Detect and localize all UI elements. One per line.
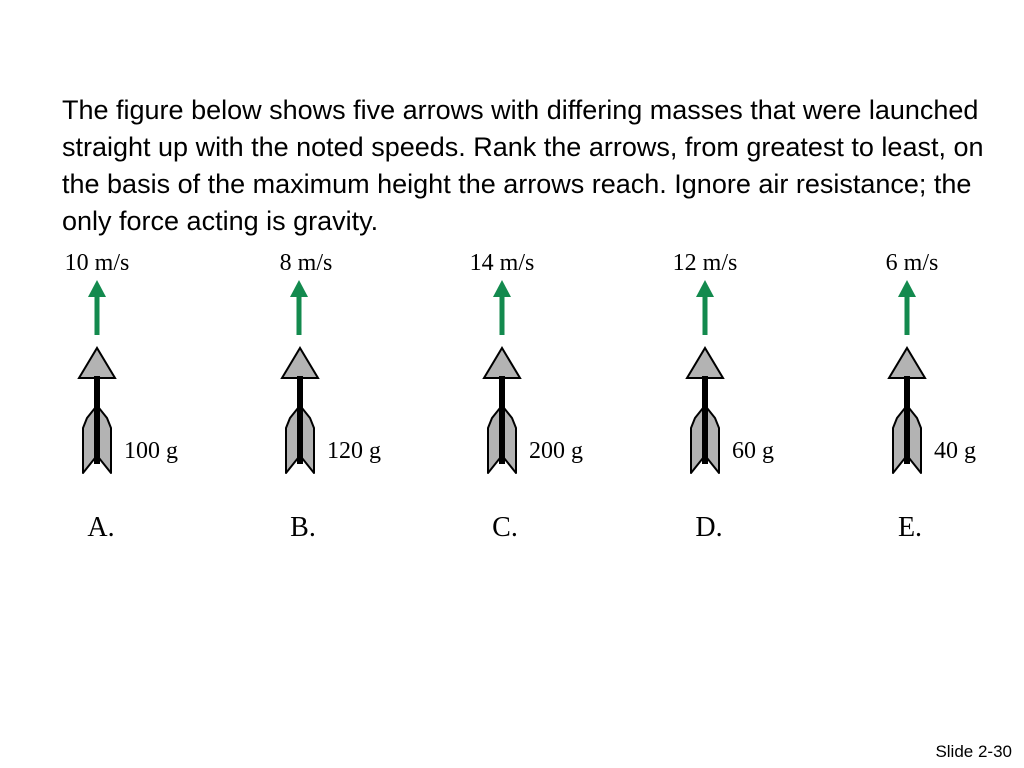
projectile-arrow-a	[78, 347, 116, 474]
arrow-group-c: 14 m/s 200 g C.	[470, 250, 583, 543]
velocity-arrow-e	[898, 280, 916, 335]
speed-label-b: 8 m/s	[280, 250, 333, 276]
speed-label-d: 12 m/s	[673, 250, 738, 276]
mass-label-b: 120 g	[327, 438, 381, 464]
choice-letter-e: E.	[898, 512, 922, 543]
projectile-arrow-d	[686, 347, 724, 474]
choice-letter-a: A.	[87, 512, 114, 543]
slide-number: Slide 2-30	[935, 742, 1012, 761]
projectile-arrow-e	[888, 347, 926, 474]
velocity-arrow-a	[88, 280, 106, 335]
mass-label-a: 100 g	[124, 438, 178, 464]
arrow-group-a: 10 m/s 100 g A.	[65, 250, 178, 543]
choice-letter-d: D.	[695, 512, 722, 543]
choice-letter-b: B.	[290, 512, 316, 543]
projectile-arrow-b	[281, 347, 319, 474]
arrow-group-d: 12 m/s 60 g D.	[673, 250, 774, 543]
mass-label-e: 40 g	[934, 438, 976, 464]
question-text: The figure below shows five arrows with …	[62, 95, 984, 236]
mass-label-d: 60 g	[732, 438, 774, 464]
projectile-arrow-c	[483, 347, 521, 474]
mass-label-c: 200 g	[529, 438, 583, 464]
velocity-arrow-c	[493, 280, 511, 335]
velocity-arrow-d	[696, 280, 714, 335]
choice-letter-c: C.	[492, 512, 518, 543]
velocity-arrow-b	[290, 280, 308, 335]
arrow-group-b: 8 m/s 120 g B.	[280, 250, 381, 543]
speed-label-c: 14 m/s	[470, 250, 535, 276]
arrow-group-e: 6 m/s 40 g E.	[886, 250, 976, 543]
speed-label-a: 10 m/s	[65, 250, 130, 276]
speed-label-e: 6 m/s	[886, 250, 939, 276]
